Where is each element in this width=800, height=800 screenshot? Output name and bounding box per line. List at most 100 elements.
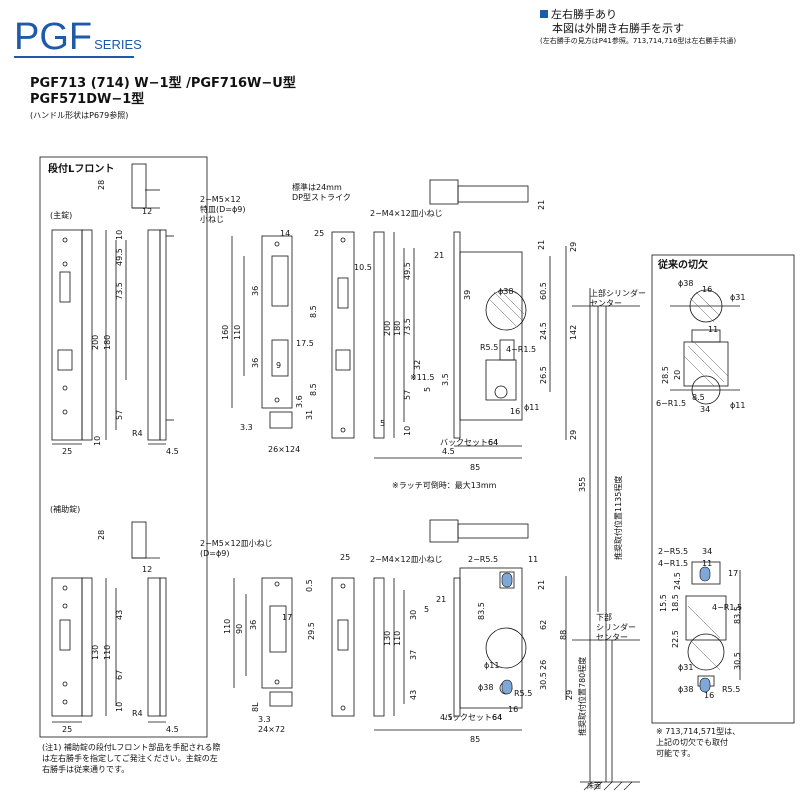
brand-rule bbox=[14, 56, 134, 58]
dim-aux: 36 bbox=[249, 620, 258, 630]
dim-aux: ϕ38 bbox=[478, 683, 493, 692]
dim-left-aux: 25 bbox=[62, 725, 72, 734]
dim-aux: 85 bbox=[470, 735, 480, 744]
dim-left-aux: 10 bbox=[115, 702, 124, 712]
dim-cutout-top: 20 bbox=[673, 370, 682, 380]
dim-main: 36 bbox=[251, 286, 260, 296]
dim-aux: ϕ11 bbox=[484, 661, 499, 670]
dim-cutout-top: ϕ38 bbox=[678, 279, 693, 288]
dim-left-main: 49.5 bbox=[115, 248, 124, 266]
dim-cutout-bottom: 15.5 bbox=[659, 594, 668, 612]
dim-aux: 64 bbox=[492, 713, 502, 722]
dim-aux: 37 bbox=[409, 650, 418, 660]
dim-aux: 29 bbox=[565, 690, 574, 700]
left-panel-frame bbox=[39, 156, 208, 738]
dim-cutout-top: 16 bbox=[702, 285, 712, 294]
dim-main: 21 bbox=[537, 240, 546, 250]
strike-label: 標準は24mm bbox=[292, 182, 342, 192]
note-line-3: (左右勝手の見方はP41参照。713,714,716型は左右勝手共通) bbox=[540, 37, 737, 45]
dim-main: 32 bbox=[413, 360, 422, 370]
dim-main: 39 bbox=[463, 290, 472, 300]
dim-main: 60.5 bbox=[539, 282, 548, 300]
note-line-1: 左右勝手あり bbox=[551, 8, 617, 21]
dim-left-aux: 4.5 bbox=[166, 725, 179, 734]
aux-lock-label: (補助錠) bbox=[50, 504, 80, 514]
main-front-side bbox=[331, 231, 355, 439]
dim-cutout-bottom: 24.5 bbox=[673, 572, 682, 590]
handedness-note: 左右勝手あり 本図は外開き右勝手を示す (左右勝手の見方はP41参照。713,7… bbox=[540, 8, 796, 46]
dim-main: 26×124 bbox=[268, 445, 300, 454]
dim-main: 160 bbox=[221, 325, 230, 340]
dim-left-main: 180 bbox=[103, 335, 112, 350]
dim-left-main: 73.5 bbox=[115, 282, 124, 300]
main-screw-label: 小ねじ bbox=[200, 215, 224, 224]
dim-main: 3.6 bbox=[295, 395, 304, 408]
dim-main: 4.5 bbox=[442, 447, 455, 456]
right-panel-title: 従来の切欠 bbox=[657, 258, 708, 271]
dim-cutout-bottom: 11 bbox=[702, 559, 712, 568]
dim-main: 25 bbox=[314, 229, 324, 238]
brand-suffix: SERIES bbox=[94, 37, 142, 52]
main-strike-drawing bbox=[231, 235, 293, 429]
main-front-drawing bbox=[51, 163, 174, 445]
dim-main: 10 bbox=[403, 426, 412, 436]
dim-main: R5.5 bbox=[480, 343, 498, 352]
latch-note: ※ラッチ可倒時：最大13mm bbox=[392, 480, 497, 490]
dim-cutout-bottom: R5.5 bbox=[722, 685, 740, 694]
footnote: (注1) 補助錠の段付Lフロント部品を手配される際は左右勝手を指定してご発注くだ… bbox=[42, 743, 221, 774]
dim-main: 73.5 bbox=[403, 318, 412, 336]
aux-front-side bbox=[331, 577, 355, 717]
dim-aux: 26 bbox=[539, 660, 548, 670]
cutout-note-line: ※ 713,714,571型は、 bbox=[656, 727, 741, 736]
hatch-cutout bbox=[683, 291, 729, 671]
dim-aux: 110 bbox=[393, 631, 402, 646]
dim-main: 17.5 bbox=[296, 339, 314, 348]
dim-aux: バックセット64 bbox=[444, 713, 502, 722]
main-screw2-label: 2−M4×12皿小ねじ bbox=[370, 209, 443, 218]
main-lock-case bbox=[373, 179, 567, 459]
handle-note: (ハンドル形状はP679参照) bbox=[30, 111, 129, 120]
dim-aux: 130 bbox=[383, 631, 392, 646]
dim-main: ϕ11 bbox=[524, 403, 539, 412]
dim-aux: 8L bbox=[251, 702, 260, 712]
dim-cutout-top: 8.5 bbox=[692, 393, 705, 402]
dim-left-aux: 43 bbox=[115, 610, 124, 620]
lower-cylinder-label: 下部 bbox=[596, 612, 612, 622]
dim-aux: 11 bbox=[528, 555, 538, 564]
dim-aux: 21 bbox=[537, 580, 546, 590]
dim-main: 4−R1.5 bbox=[506, 345, 536, 354]
dim-left-main: 10 bbox=[93, 436, 102, 446]
dim-aux: 90 bbox=[235, 624, 244, 634]
highlight-slot-top bbox=[501, 572, 513, 588]
model-line-1: PGF713 (714) W−1型 /PGF716W−U型 bbox=[30, 76, 296, 91]
left-panel-title: 段付Lフロント bbox=[48, 162, 114, 175]
dim-cutout-top: ϕ11 bbox=[730, 401, 745, 410]
dim-main: 5 bbox=[380, 419, 385, 428]
dim-left-main: 10 bbox=[115, 230, 124, 240]
dim-aux: 25 bbox=[340, 553, 350, 562]
dim-aux: 17 bbox=[282, 613, 292, 622]
dim-left-main: 200 bbox=[91, 335, 100, 350]
dim-aux: 2−R5.5 bbox=[468, 555, 498, 564]
aux-screw-label: 2−M5×12皿小ねじ bbox=[200, 539, 273, 548]
dim-main: 200 bbox=[383, 321, 392, 336]
lower-cylinder-label: センター bbox=[596, 633, 628, 642]
dim-main: 29 bbox=[569, 242, 578, 252]
dim-aux: 3.3 bbox=[258, 715, 271, 724]
dim-left-aux: 130 bbox=[91, 645, 100, 660]
rec-1135: 推奨取付位置1135程度 bbox=[613, 476, 623, 560]
dim-main: 180 bbox=[393, 321, 402, 336]
cutout-bottom-drawing bbox=[685, 561, 741, 687]
dim-cutout-bottom: 2−R5.5 bbox=[658, 547, 688, 556]
dim-cutout-bottom: 83.5 bbox=[733, 606, 742, 624]
upper-cylinder-label: センター bbox=[590, 299, 622, 308]
dim-main: 57 bbox=[403, 390, 412, 400]
dim-left-aux: 28 bbox=[97, 530, 106, 540]
dim-main: 36 bbox=[251, 358, 260, 368]
dim-main: 10.5 bbox=[354, 263, 372, 272]
dim-main: 8.5 bbox=[309, 383, 318, 396]
dim-aux: 16 bbox=[508, 705, 518, 714]
dim-main: 29 bbox=[569, 430, 578, 440]
dim-main: 110 bbox=[233, 325, 242, 340]
